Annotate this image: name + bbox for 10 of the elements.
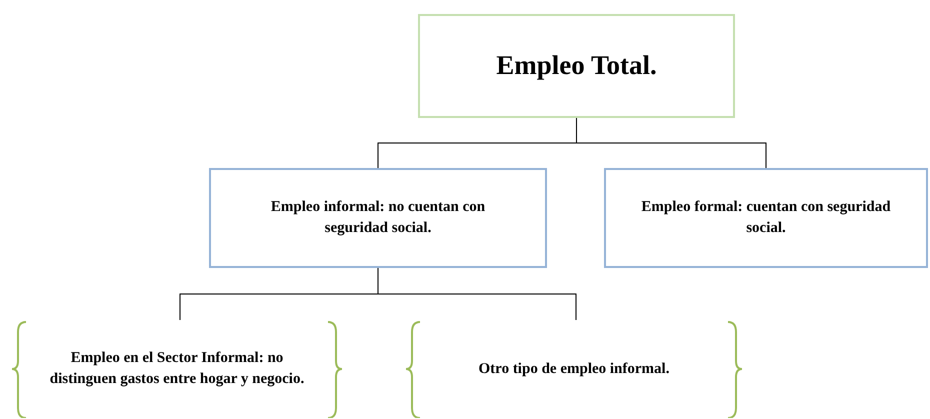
node-text: Empleo formal: cuentan con seguridad social. xyxy=(640,198,892,238)
text-box xyxy=(418,14,735,118)
node-text: Empleo informal: no cuentan con seguridad social. xyxy=(270,198,486,238)
text-box xyxy=(209,168,547,268)
node-text: Empleo en el Sector Informal: no distinguen gastos entre hogar y negocio. xyxy=(48,349,306,389)
text-box xyxy=(604,168,928,268)
node-text: Empleo Total. xyxy=(496,49,657,82)
node-text: Otro tipo de empleo informal. xyxy=(478,360,670,379)
connector-line xyxy=(576,118,766,168)
connector-line xyxy=(378,268,576,320)
